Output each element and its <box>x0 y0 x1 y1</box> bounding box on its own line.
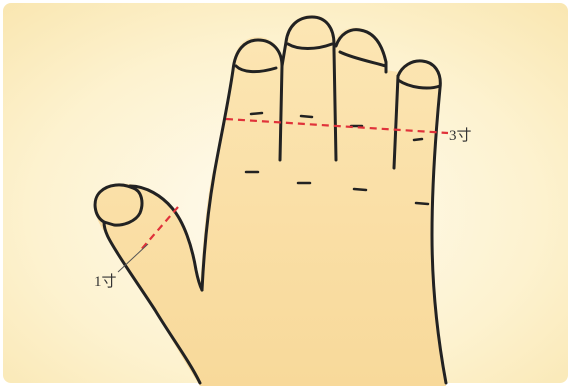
one-cun-label: 1寸 <box>94 275 117 290</box>
crease-little-lower <box>416 203 428 204</box>
index-middle-gap <box>280 66 282 160</box>
three-cun-label: 3寸 <box>449 129 472 144</box>
middle-ring-gap <box>334 50 336 160</box>
crease-index-upper <box>251 113 262 114</box>
crease-little-upper <box>414 139 422 140</box>
crease-ring-lower <box>354 189 366 190</box>
crease-middle-upper <box>301 116 312 117</box>
